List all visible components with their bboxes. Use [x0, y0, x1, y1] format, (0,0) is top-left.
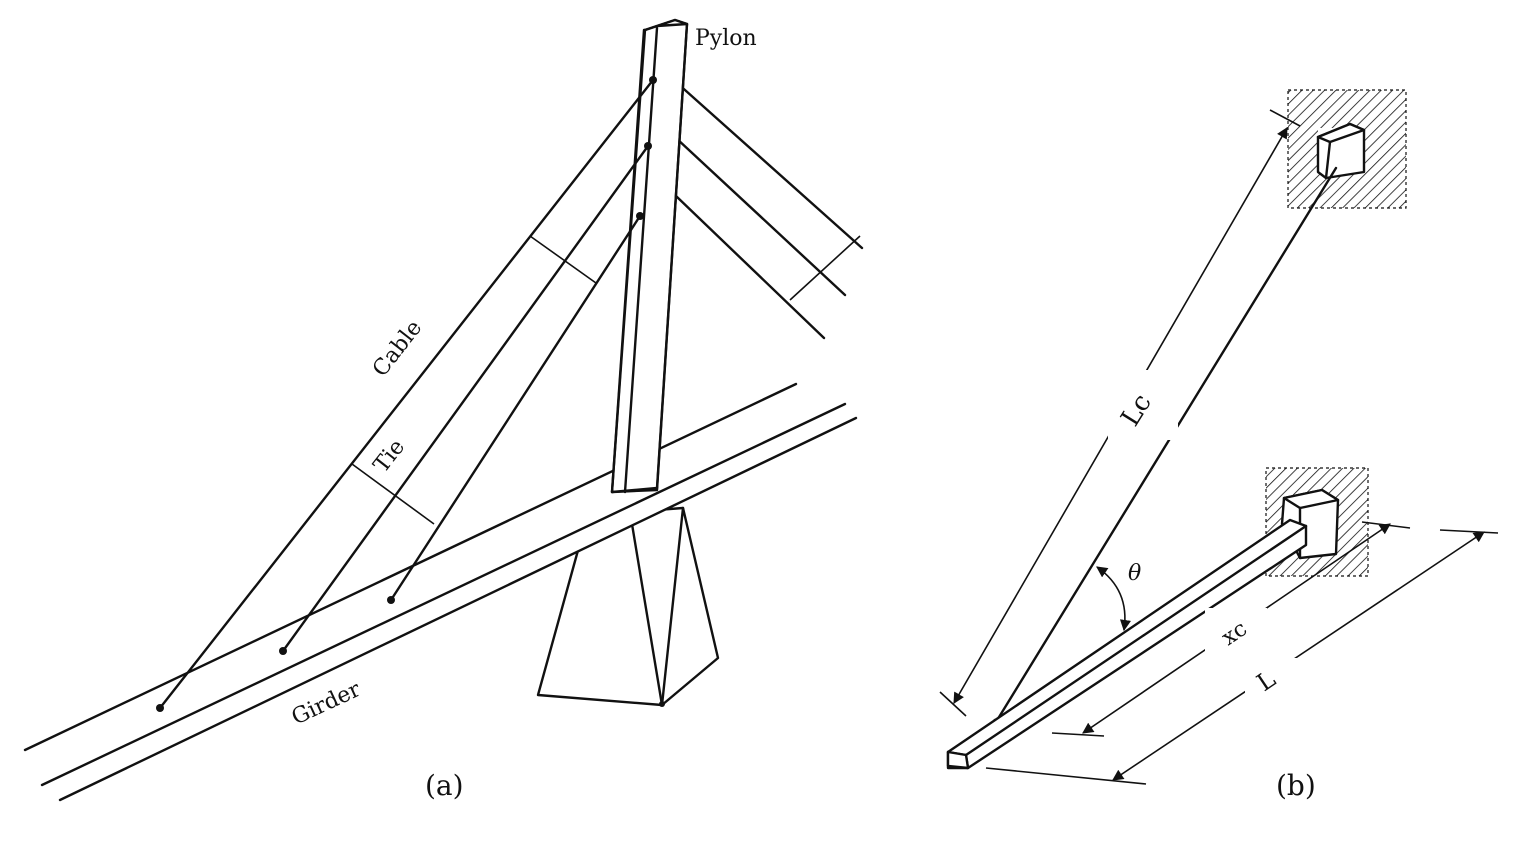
ties [351, 235, 597, 525]
pylon-label: Pylon [695, 26, 757, 51]
pylon [610, 18, 689, 494]
caption-a: (a) [425, 769, 464, 802]
caption-b: (b) [1276, 769, 1316, 802]
cable-label: Cable [368, 316, 427, 382]
dim-l [985, 529, 1499, 785]
theta-arc [1096, 566, 1132, 632]
back-stays [674, 80, 864, 340]
theta-label: θ [1128, 561, 1141, 586]
dim-lc [939, 109, 1301, 717]
front-cables [156, 76, 657, 712]
girder [23, 382, 858, 802]
panel-b: Lc θ xc L (b) [939, 89, 1499, 802]
cable-b [992, 166, 1338, 726]
tie-label: Tie [369, 435, 410, 478]
pier [536, 506, 720, 707]
panel-a: Pylon Cable Tie Girder (a) [23, 18, 864, 802]
upper-support [1287, 89, 1407, 209]
